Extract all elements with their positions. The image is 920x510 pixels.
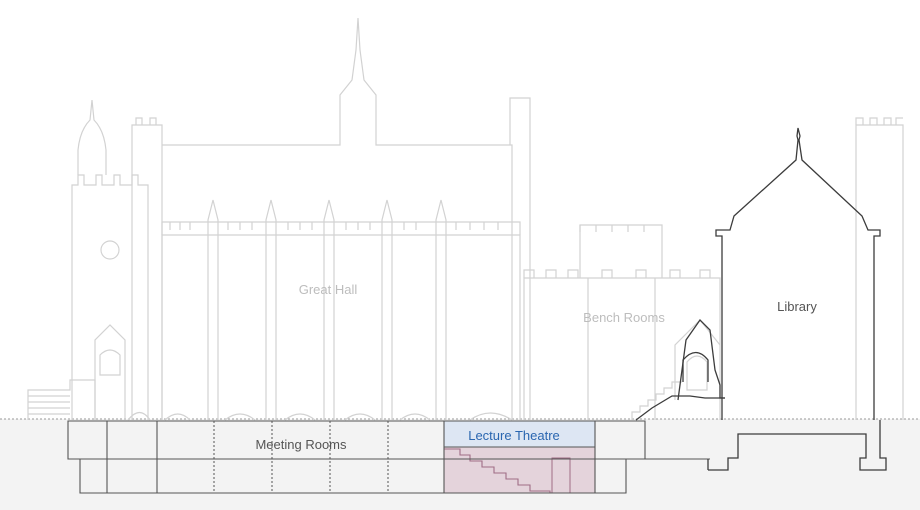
meeting-rooms-label: Meeting Rooms	[255, 437, 347, 452]
lecture-theatre-seating-fill	[444, 447, 595, 493]
lecture-theatre-tiers	[444, 448, 551, 493]
lecture-theatre-header-fill	[444, 421, 595, 447]
lecture-theatre-label: Lecture Theatre	[468, 428, 560, 443]
library-label: Library	[777, 299, 817, 314]
basement-structure	[67, 420, 887, 494]
library-outline	[635, 127, 881, 421]
great-hall-outline	[27, 17, 531, 421]
bench-rooms-label: Bench Rooms	[583, 310, 665, 325]
bench-rooms-outline	[523, 117, 904, 420]
great-hall-label: Great Hall	[299, 282, 358, 297]
